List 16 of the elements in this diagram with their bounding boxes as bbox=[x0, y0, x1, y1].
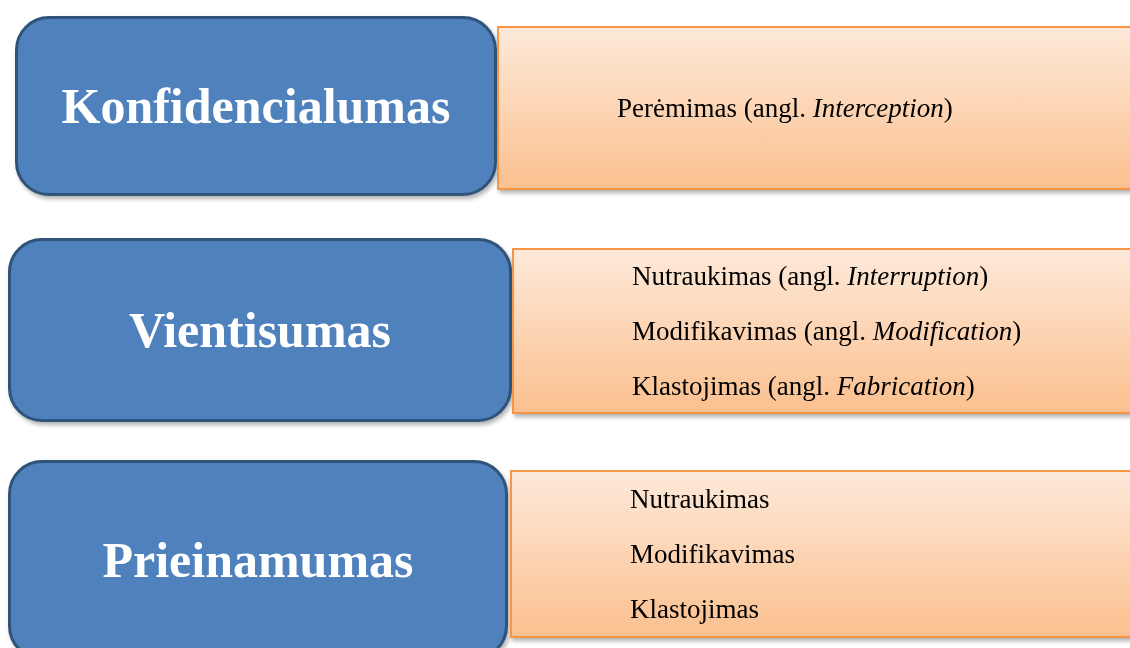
category-box bbox=[8, 460, 508, 648]
threat-text: Klastojimas (angl. Fabrication) bbox=[632, 369, 976, 403]
threat-text: Nutraukimas bbox=[630, 482, 771, 516]
threat-list-box bbox=[510, 470, 1130, 638]
category-title: Vientisumas bbox=[128, 301, 392, 359]
threat-text: Nutraukimas (angl. Interruption) bbox=[632, 259, 990, 293]
category-title: Konfidencialumas bbox=[61, 77, 451, 135]
threat-list-box bbox=[497, 26, 1130, 190]
category-box bbox=[8, 238, 512, 422]
threat-text: Modifikavimas (angl. Modification) bbox=[632, 314, 1023, 348]
threat-text: Modifikavimas bbox=[630, 537, 796, 571]
category-box bbox=[15, 16, 497, 196]
threat-list-box bbox=[512, 248, 1130, 414]
threat-text: Perėmimas (angl. Interception) bbox=[617, 91, 954, 125]
threat-text: Klastojimas bbox=[630, 592, 760, 626]
category-title: Prieinamumas bbox=[102, 531, 414, 589]
